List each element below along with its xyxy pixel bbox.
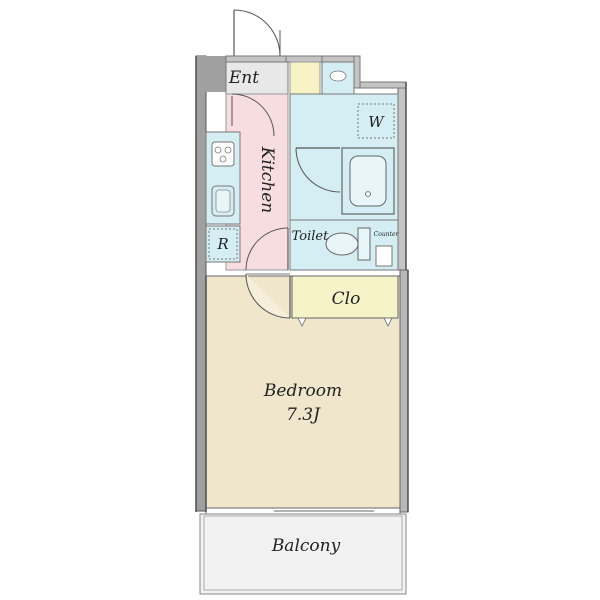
washer-label: W [368, 113, 385, 131]
toilet-label: Toilet [292, 229, 329, 244]
counter-box [375, 245, 393, 267]
toilet-room: Toilet Counter [289, 219, 400, 271]
bedroom-size: 7.3J [286, 405, 321, 425]
entrance-area: Ent [225, 61, 321, 95]
bedroom-label: Bedroom [263, 381, 342, 401]
toilet-bowl [325, 232, 359, 256]
refrigerator-space: R [205, 225, 241, 263]
balcony-window [205, 507, 401, 515]
outline [195, 56, 409, 512]
kitchen-door [231, 93, 275, 137]
balcony-label: Balcony [271, 536, 341, 556]
wet-area: W [289, 61, 399, 221]
toilet-door [245, 227, 289, 271]
closet-label-top: Clo [332, 289, 361, 309]
entrance-label: Ent [228, 68, 259, 88]
bedroom: Bedroom 7.3J [205, 273, 401, 509]
refrigerator-label: R [216, 235, 228, 253]
kitchen-counter [205, 131, 241, 225]
balcony: Balcony [199, 513, 407, 595]
stove-icon [211, 141, 235, 167]
counter-label: Counter [374, 231, 400, 238]
entrance-door [233, 9, 281, 57]
toilet-tank [357, 227, 371, 261]
washer-space [357, 103, 395, 139]
shoe-box [289, 61, 321, 95]
kitchen-label: Kitchen [257, 146, 277, 213]
